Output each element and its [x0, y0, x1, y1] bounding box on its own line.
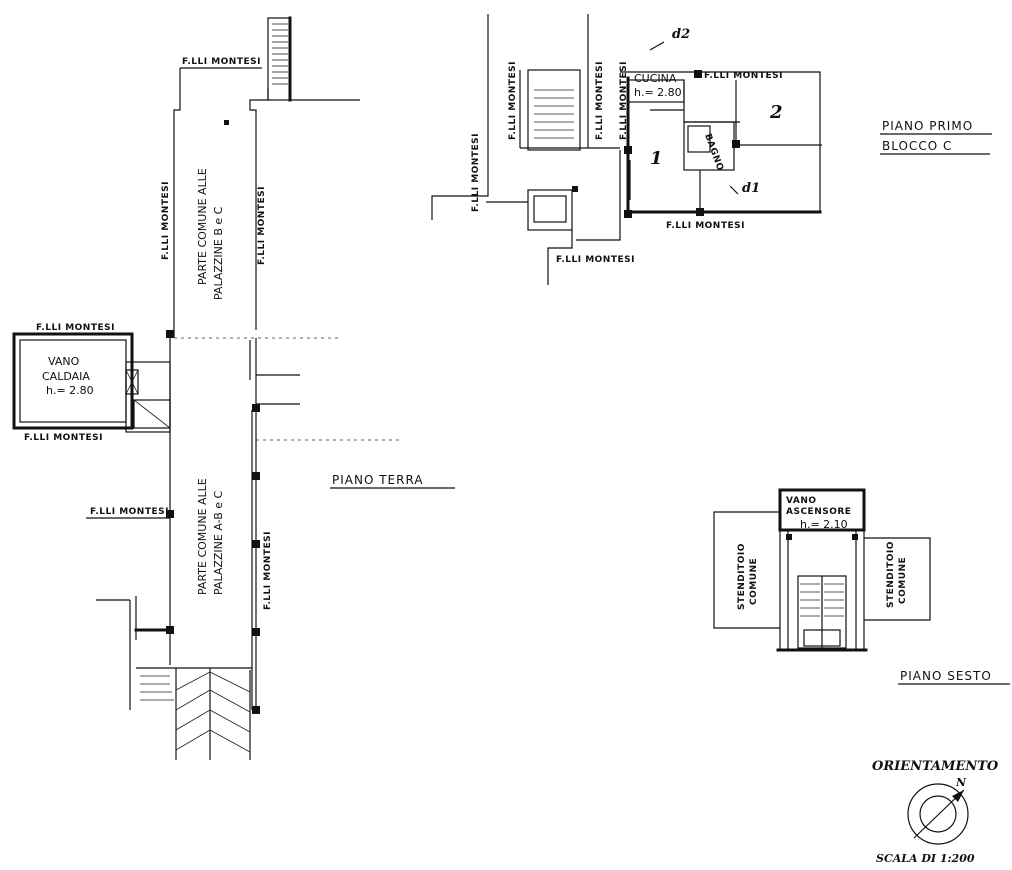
parte-comune-bc-line1: PARTE COMUNE ALLE	[196, 168, 209, 285]
owner-label-corridor-left: F.LLI MONTESI	[161, 181, 171, 260]
marker-d1: d1	[742, 181, 760, 196]
owner-label-caldaia-top: F.LLI MONTESI	[36, 323, 115, 333]
owner-label-primo-landing: F.LLI MONTESI	[556, 255, 635, 265]
owner-label-caldaia-bottom: F.LLI MONTESI	[24, 433, 103, 443]
top-stair	[267, 16, 292, 102]
piano-primo-title: PIANO PRIMO	[882, 119, 973, 133]
stenditoio-right-line2: COMUNE	[898, 557, 908, 604]
north-label: N	[955, 776, 967, 789]
cucina-height: h.= 2.80	[634, 86, 682, 99]
bottom-stair	[136, 667, 252, 760]
north-arrow-icon	[907, 783, 969, 845]
parte-comune-abc-line2: PALAZZINE A-B e C	[212, 490, 225, 595]
room-1-label: 1	[650, 148, 663, 169]
owner-label-primo-stair-right: F.LLI MONTESI	[595, 61, 605, 140]
owner-label-corridor-lower: F.LLI MONTESI	[263, 531, 273, 610]
owner-label-lower-left: F.LLI MONTESI	[90, 507, 169, 517]
orientamento-title: ORIENTAMENTO	[872, 759, 999, 774]
vano-caldaia-room	[12, 332, 171, 433]
piano-sesto-title: PIANO SESTO	[900, 669, 992, 683]
owner-label-primo-bottom: F.LLI MONTESI	[666, 221, 745, 231]
piano-sesto-plan	[713, 488, 931, 652]
vano-caldaia-label: VANO	[48, 355, 80, 368]
stenditoio-right-line1: STENDITOIO	[886, 541, 896, 608]
piano-primo-plan	[431, 14, 822, 285]
marker-d2: d2	[672, 27, 690, 42]
vano-ascensore-label: VANO	[786, 496, 817, 506]
parte-comune-abc-line1: PARTE COMUNE ALLE	[196, 478, 209, 595]
vano-ascensore-label-2: ASCENSORE	[786, 507, 851, 517]
vano-ascensore-height: h.= 2.10	[800, 518, 848, 531]
stenditoio-left-line2: COMUNE	[749, 558, 759, 605]
owner-label-primo-apt: F.LLI MONTESI	[619, 61, 629, 140]
owner-label-primo-left: F.LLI MONTESI	[471, 133, 481, 212]
vano-caldaia-label-2: CALDAIA	[42, 370, 90, 383]
owner-label-corridor-right: F.LLI MONTESI	[257, 186, 267, 265]
piano-terra-title: PIANO TERRA	[332, 473, 424, 487]
owner-label-top: F.LLI MONTESI	[182, 57, 261, 67]
parte-comune-bc-line2: PALAZZINE B e C	[212, 206, 225, 300]
stenditoio-left-line1: STENDITOIO	[737, 543, 747, 610]
piano-terra-plan	[12, 16, 400, 760]
room-2-label: 2	[769, 102, 783, 123]
cucina-label: CUCINA	[634, 72, 677, 85]
vano-caldaia-height: h.= 2.80	[46, 384, 94, 397]
owner-label-primo-stair-left: F.LLI MONTESI	[508, 61, 518, 140]
scale-label: SCALA DI 1:200	[876, 852, 975, 865]
blocco-c-title: BLOCCO C	[882, 139, 952, 153]
owner-label-primo-top: F.LLI MONTESI	[704, 71, 783, 81]
